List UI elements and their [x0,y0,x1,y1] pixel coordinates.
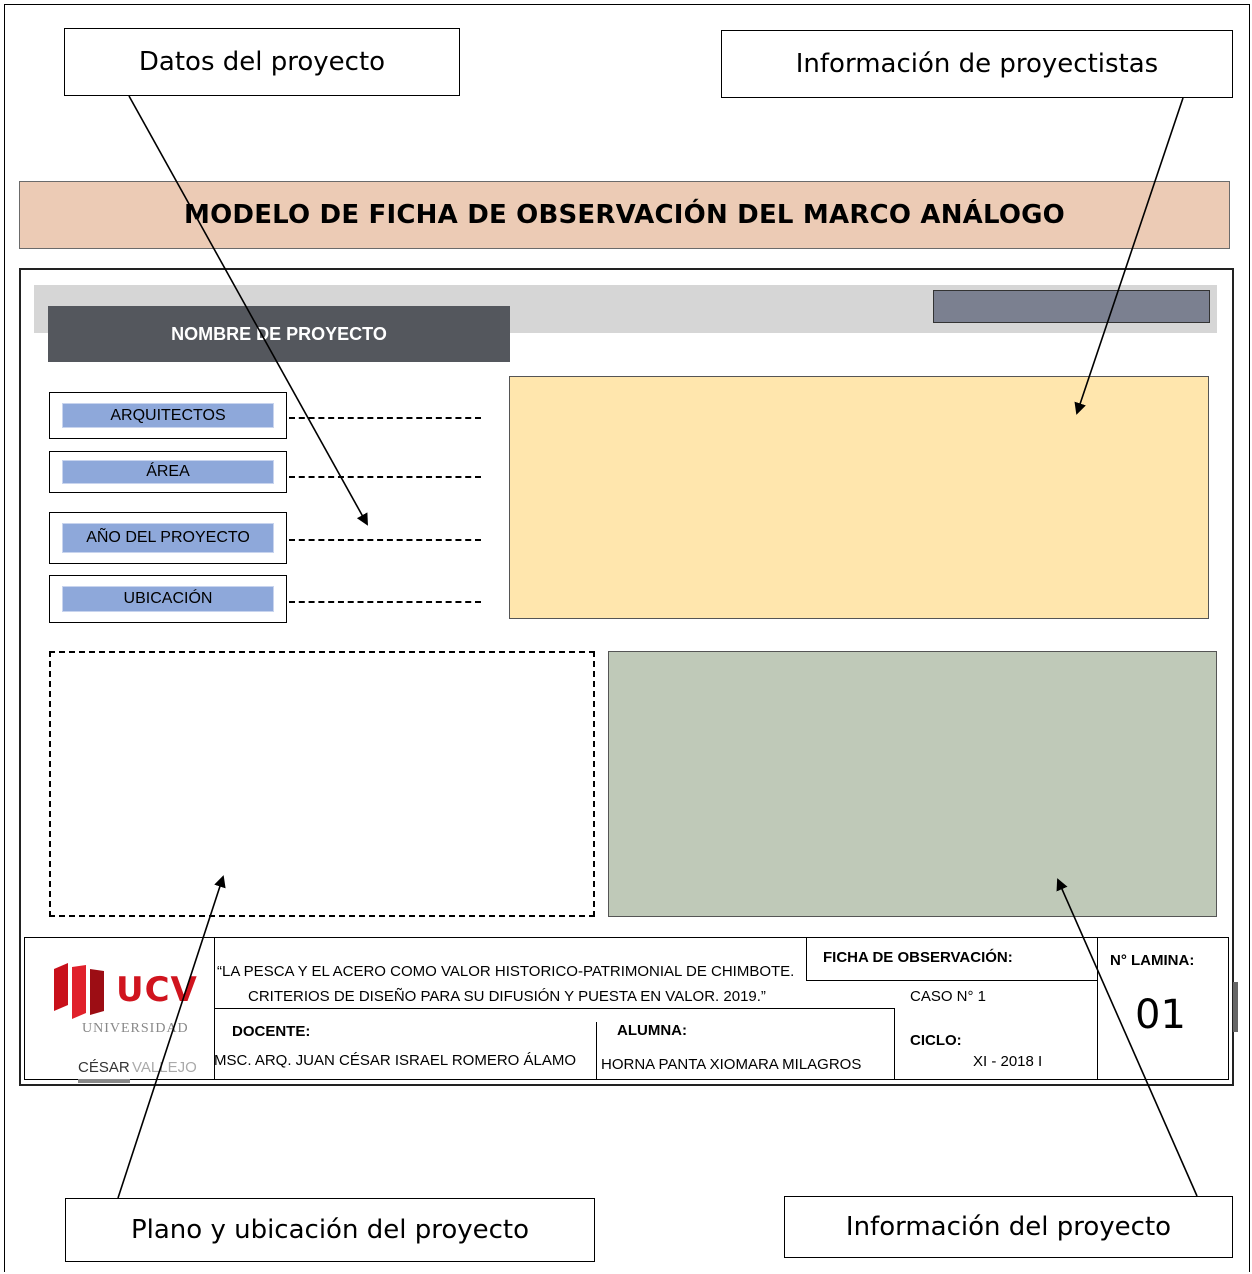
thesis-title-line-1: “LA PESCA Y EL ACERO COMO VALOR HISTORIC… [217,963,795,980]
callout-informacion-de-proyectistas: Información de proyectistas [721,30,1233,98]
ucv-shield-icon [54,963,104,1019]
callout-datos-del-proyecto: Datos del proyecto [64,28,460,96]
callout-plano-y-ubicacion: Plano y ubicación del proyecto [65,1198,595,1262]
field-arquitectos-label: ARQUITECTOS [62,403,274,428]
callout-informacion-del-proyecto: Información del proyecto [784,1196,1233,1258]
tb-divider-4 [596,1022,597,1080]
lamina-label: N° LAMINA: [1110,952,1195,969]
tb-row-line-2 [806,980,1097,981]
project-info-panel [608,651,1217,917]
field-area-line [289,476,481,478]
alumna-label: ALUMNA: [617,1022,687,1039]
thesis-title-line-2: CRITERIOS DE DISEÑO PARA SU DIFUSIÓN Y P… [248,988,766,1005]
title-band: MODELO DE FICHA DE OBSERVACIÓN DEL MARCO… [19,181,1230,249]
page-frame [4,4,1250,1272]
docente-value: MSC. ARQ. JUAN CÉSAR ISRAEL ROMERO ÁLAMO [214,1052,577,1069]
tb-divider-5 [894,1008,895,1080]
project-name-label: NOMBRE DE PROYECTO [48,306,510,362]
tb-edge-mark [1233,982,1238,1032]
designers-info-panel [509,376,1209,619]
ucv-university: UNIVERSIDAD [82,1021,189,1036]
observation-sheet [19,268,1234,1086]
ucv-cesar: CÉSAR [78,1059,130,1076]
tb-divider-3 [1097,937,1098,1080]
ciclo-value: XI - 2018 I [973,1053,1043,1070]
tb-row-line-1 [214,1008,894,1009]
field-ubicacion-line [289,601,481,603]
field-arquitectos-line [289,417,481,419]
ciclo-label: CICLO: [910,1032,962,1049]
caso-value: CASO N° 1 [910,988,987,1005]
page-title: MODELO DE FICHA DE OBSERVACIÓN DEL MARCO… [184,200,1065,230]
alumna-value: HORNA PANTA XIOMARA MILAGROS [601,1056,862,1073]
tb-divider-2 [806,937,807,980]
docente-label: DOCENTE: [232,1023,311,1040]
field-ano-label: AÑO DEL PROYECTO [62,523,274,553]
field-area: ÁREA [49,451,287,493]
field-ubicacion: UBICACIÓN [49,575,287,623]
ucv-brand: UCV [116,970,198,1010]
lamina-value: 01 [1135,992,1186,1038]
ucv-underline [78,1079,130,1083]
plan-location-area [49,651,595,917]
field-ubicacion-label: UBICACIÓN [62,586,274,612]
ucv-logo: UCV UNIVERSIDAD CÉSAR VALLEJO [50,955,210,1083]
ucv-vallejo: VALLEJO [132,1059,197,1076]
ficha-label: FICHA DE OBSERVACIÓN: [823,949,1013,966]
field-arquitectos: ARQUITECTOS [49,392,287,439]
field-ano-line [289,539,481,541]
field-area-label: ÁREA [62,460,274,484]
header-tag [933,290,1210,323]
field-ano-del-proyecto: AÑO DEL PROYECTO [49,512,287,564]
